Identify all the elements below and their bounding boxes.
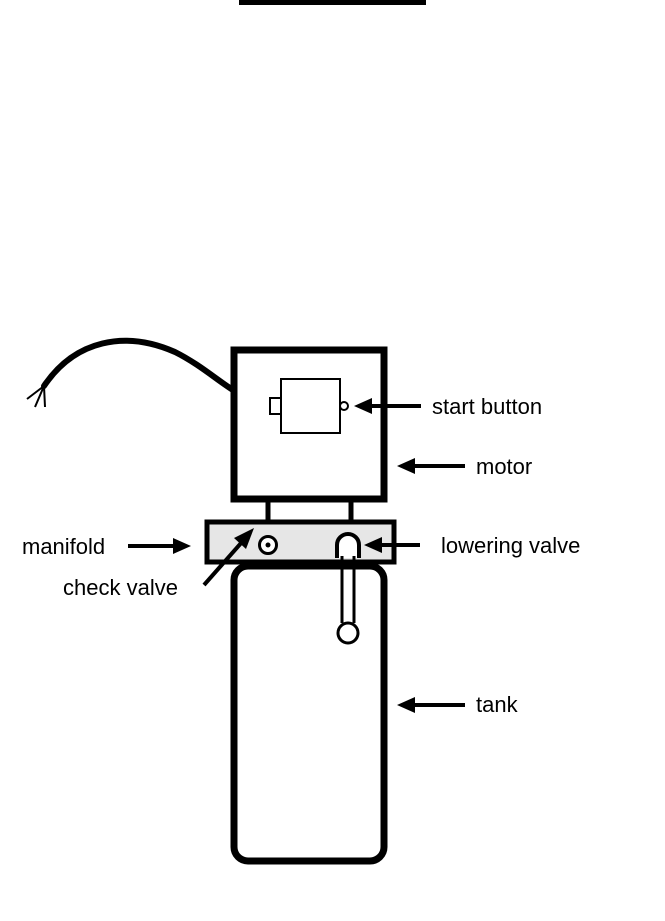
start-button-knob <box>340 402 348 410</box>
lowering-valve-label: lowering valve <box>441 533 580 558</box>
tank-body <box>234 566 384 861</box>
manifold-label: manifold <box>22 534 105 559</box>
start-switch <box>270 379 348 433</box>
arrow-motor <box>397 458 465 474</box>
cable-frayed-wires <box>27 386 45 407</box>
check-valve-dot <box>266 543 271 548</box>
manifold-block <box>207 522 394 562</box>
start-switch-body <box>281 379 340 433</box>
check-valve-label: check valve <box>63 575 178 600</box>
motor-label: motor <box>476 454 532 479</box>
lowering-valve-knob <box>338 623 358 643</box>
tank-label: tank <box>476 692 519 717</box>
start-switch-connector <box>270 398 281 414</box>
arrow-manifold <box>128 538 191 554</box>
arrow-tank <box>397 697 465 713</box>
start-button-label: start button <box>432 394 542 419</box>
top-bar <box>239 0 426 5</box>
